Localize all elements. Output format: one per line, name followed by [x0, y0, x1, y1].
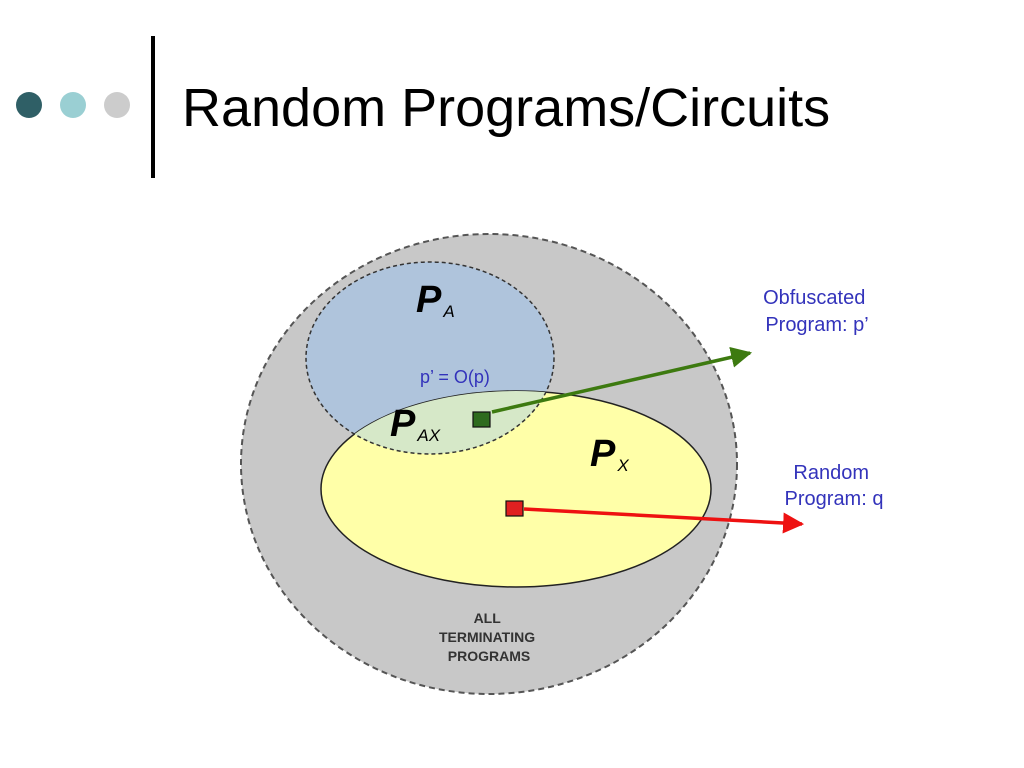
slide-title: Random Programs/Circuits: [182, 78, 831, 138]
obfuscated-label-line-2: Program: p’: [765, 314, 868, 336]
bullet-dot-mid: [60, 92, 86, 118]
label-p-x-main: P: [590, 433, 616, 475]
bullet-dot-light: [104, 92, 130, 118]
label-p-ax-main: P: [390, 403, 416, 445]
obfuscated-program-marker: [472, 411, 491, 428]
label-p-ax-sub: AX: [416, 426, 440, 445]
label-p-a-sub: A: [442, 302, 454, 321]
random-program-marker: [505, 500, 524, 517]
bullet-dots: [16, 92, 136, 122]
title-divider: [151, 36, 155, 178]
set-p-a-outline: [305, 261, 555, 455]
label-p-a-main: P: [416, 279, 442, 321]
random-program-label: Random Program: q: [785, 462, 884, 510]
outer-label-line-1: ALL: [474, 610, 502, 626]
outer-label-line-3: PROGRAMS: [448, 648, 530, 664]
random-label-line-1: Random: [793, 462, 869, 484]
outer-label-line-2: TERMINATING: [439, 629, 535, 645]
random-arrow: [523, 507, 805, 534]
obfuscated-arrow: [491, 346, 753, 414]
label-all-terminating-programs: ALL TERMINATING PROGRAMS: [439, 610, 539, 664]
set-p-ax-intersection: [321, 391, 554, 454]
obfuscated-program-label: Obfuscated Program: p’: [763, 287, 871, 336]
intersection-formula: p’ = O(p): [420, 367, 490, 387]
bullet-dot-dark: [16, 92, 42, 118]
label-p-x-sub: X: [616, 456, 629, 475]
obfuscated-label-line-1: Obfuscated: [763, 287, 865, 309]
random-label-line-2: Program: q: [785, 488, 884, 510]
